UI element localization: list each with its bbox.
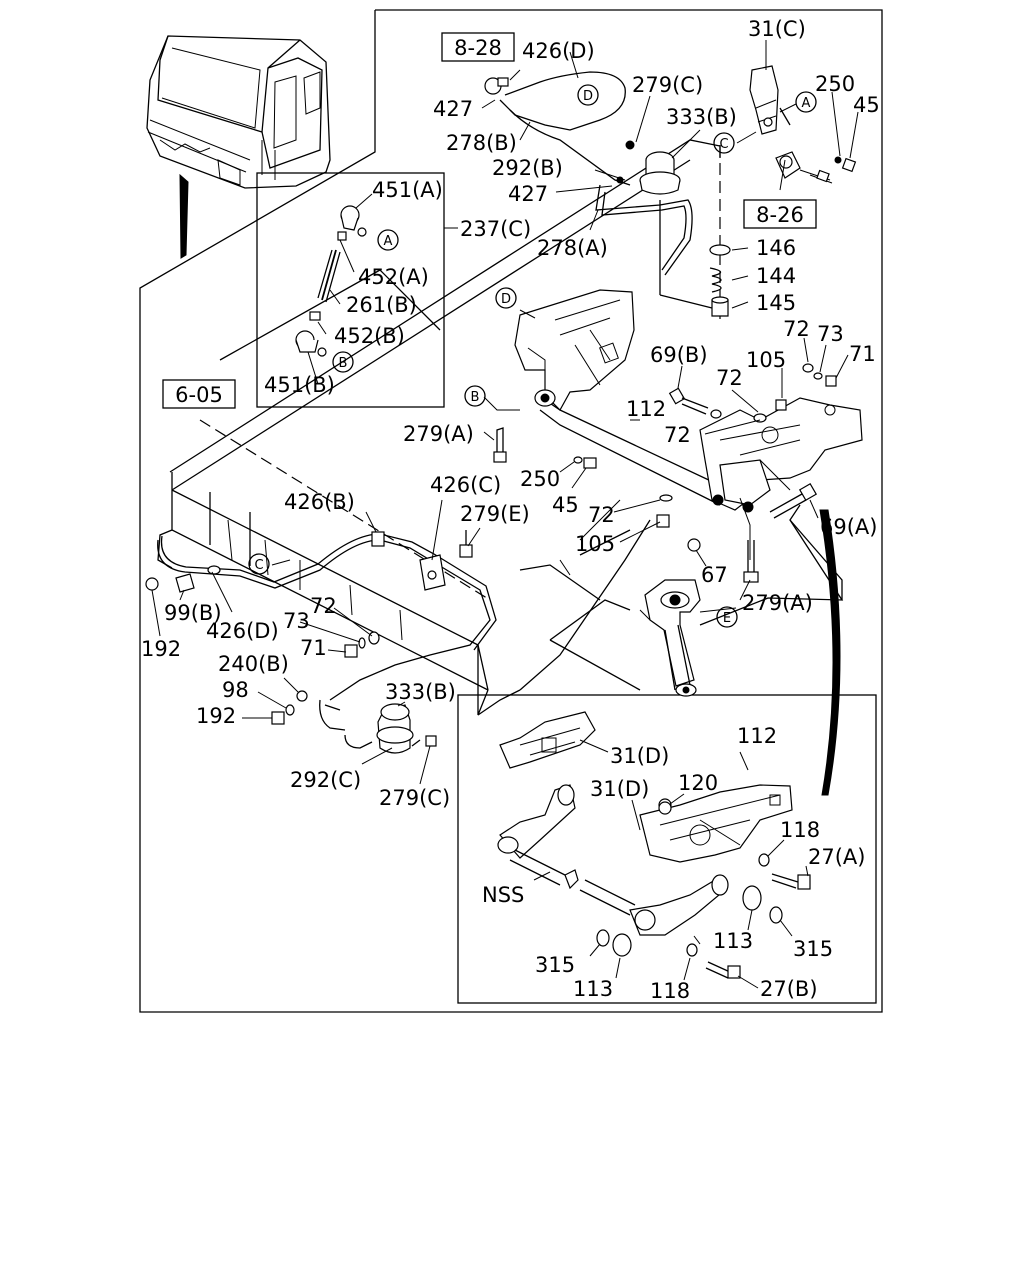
label-69b[interactable]: 69(B) (650, 343, 708, 367)
label-451a[interactable]: 451(A) (372, 178, 443, 202)
label-315-b[interactable]: 315 (535, 953, 575, 977)
label-279c-low[interactable]: 279(C) (379, 786, 450, 810)
label-105-b[interactable]: 105 (575, 532, 615, 556)
shock-absorber-e (639, 579, 701, 697)
label-73-b[interactable]: 73 (283, 609, 310, 633)
label-279a-top[interactable]: 279(A) (403, 422, 474, 446)
callout-b-mid: B (471, 390, 480, 405)
label-240b[interactable]: 240(B) (218, 652, 289, 676)
label-333b-low[interactable]: 333(B) (385, 680, 456, 704)
label-67[interactable]: 67 (701, 563, 728, 587)
label-99b[interactable]: 99(B) (164, 601, 222, 625)
inset-box-237c (256, 172, 445, 408)
label-31c[interactable]: 31(C) (748, 17, 806, 41)
spring-stack (709, 244, 731, 317)
label-71-b[interactable]: 71 (300, 636, 327, 660)
label-112-low[interactable]: 112 (737, 724, 777, 748)
callout-d-mid: D (501, 292, 511, 307)
brake-pipe (157, 533, 497, 701)
label-118-b[interactable]: 118 (650, 979, 690, 1003)
label-72-b[interactable]: 72 (716, 366, 743, 390)
label-120[interactable]: 120 (678, 771, 718, 795)
label-279e[interactable]: 279(E) (460, 502, 530, 526)
mount-333b-top (625, 140, 721, 311)
label-426b[interactable]: 426(B) (284, 490, 355, 514)
label-72-e[interactable]: 72 (310, 594, 337, 618)
label-73-a[interactable]: 73 (817, 322, 844, 346)
label-261b[interactable]: 261(B) (346, 293, 417, 317)
label-145[interactable]: 145 (756, 291, 796, 315)
label-292b[interactable]: 292(B) (492, 156, 563, 180)
truck-cab-icon (146, 35, 331, 259)
label-452a[interactable]: 452(A) (358, 265, 429, 289)
main-frame-border (139, 9, 883, 1013)
callout-b-inset: B (339, 356, 348, 371)
label-292c[interactable]: 292(C) (290, 768, 361, 792)
part-labels: 426(D) 427 278(B) 292(B) 427 278(A) 279(… (141, 17, 880, 1003)
label-27b[interactable]: 27(B) (760, 977, 818, 1001)
section-lines (519, 504, 844, 691)
label-118-a[interactable]: 118 (780, 818, 820, 842)
trailing-arm-parts (497, 711, 811, 979)
callout-a-top: A (802, 96, 811, 111)
label-452b[interactable]: 452(B) (334, 324, 405, 348)
reference-boxes: 8-28 8-26 6-05 (162, 32, 817, 409)
label-105-a[interactable]: 105 (746, 348, 786, 372)
crossmember-d (514, 289, 635, 411)
inset-box-trailing-arm (457, 694, 877, 1004)
label-144[interactable]: 144 (756, 264, 796, 288)
label-278a[interactable]: 278(A) (537, 236, 608, 260)
link-rod-assembly (295, 205, 367, 357)
crossmember-112 (534, 389, 863, 560)
label-279a-low[interactable]: 279(A) (742, 591, 813, 615)
callout-d-top: D (583, 89, 593, 104)
label-31d-a[interactable]: 31(D) (610, 744, 669, 768)
label-69a[interactable]: 69(A) (820, 515, 877, 539)
label-113-b[interactable]: 113 (573, 977, 613, 1001)
label-112-top[interactable]: 112 (626, 397, 666, 421)
label-72-c[interactable]: 72 (664, 423, 691, 447)
label-71-a[interactable]: 71 (849, 342, 876, 366)
label-192-a[interactable]: 192 (141, 637, 181, 661)
label-27a[interactable]: 27(A) (808, 845, 865, 869)
label-278b[interactable]: 278(B) (446, 131, 517, 155)
label-72-d[interactable]: 72 (588, 503, 615, 527)
label-31d-b[interactable]: 31(D) (590, 777, 649, 801)
label-279c-top[interactable]: 279(C) (632, 73, 703, 97)
label-45-top[interactable]: 45 (853, 93, 880, 117)
leader-lines (151, 40, 859, 989)
callout-c-top: C (719, 137, 728, 152)
circle-callouts: D A C A B D B C E (248, 84, 817, 628)
label-451b[interactable]: 451(B) (264, 373, 335, 397)
label-426d-low[interactable]: 426(D) (206, 619, 279, 643)
label-113-a[interactable]: 113 (713, 929, 753, 953)
bracket-31c (719, 65, 857, 320)
label-250-mid[interactable]: 250 (520, 467, 560, 491)
label-192-b[interactable]: 192 (196, 704, 236, 728)
label-45-mid[interactable]: 45 (552, 493, 579, 517)
label-237c[interactable]: 237(C) (460, 217, 531, 241)
label-426c[interactable]: 426(C) (430, 473, 501, 497)
label-315-a[interactable]: 315 (793, 937, 833, 961)
label-426d-top[interactable]: 426(D) (522, 39, 595, 63)
label-nss[interactable]: NSS (482, 883, 524, 907)
callout-e: E (723, 611, 731, 626)
label-333b-top[interactable]: 333(B) (666, 105, 737, 129)
label-98[interactable]: 98 (222, 678, 249, 702)
fasteners (145, 77, 837, 754)
ref-8-28[interactable]: 8-28 (454, 36, 502, 60)
callout-c-low: C (254, 558, 263, 573)
reference-arrow (819, 509, 841, 796)
label-146[interactable]: 146 (756, 236, 796, 260)
label-427-mid[interactable]: 427 (508, 182, 548, 206)
label-72-a[interactable]: 72 (783, 317, 810, 341)
upper-pipes (499, 71, 693, 276)
ref-8-26[interactable]: 8-26 (756, 203, 804, 227)
label-427-top[interactable]: 427 (433, 97, 473, 121)
label-250-top[interactable]: 250 (815, 72, 855, 96)
ref-6-05[interactable]: 6-05 (175, 383, 223, 407)
callout-a-inset: A (384, 234, 393, 249)
